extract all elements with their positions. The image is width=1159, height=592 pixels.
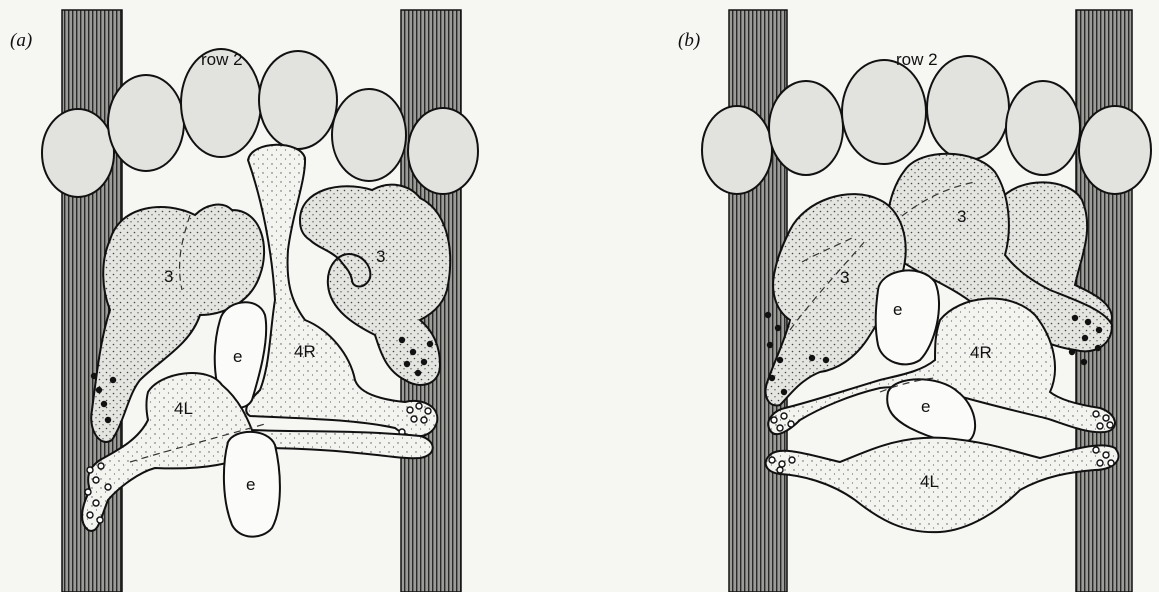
cell-e-lower-label-a: e	[246, 475, 255, 494]
cell-4L-b	[766, 438, 1119, 533]
cell-e-lower-label-b: e	[921, 397, 930, 416]
cell-4R-label-b: 4R	[970, 343, 992, 362]
cell-e-upper-b	[876, 270, 939, 364]
cell-3-upper-label-b: 3	[957, 207, 966, 226]
panel-a: (a) row 2 3 4R	[10, 10, 478, 592]
cell-3-left-label-a: 3	[164, 267, 173, 286]
cell-3-right-label-a: 3	[376, 247, 385, 266]
cell-4L-label-a: 4L	[174, 399, 193, 418]
cell-4R-label-a: 4R	[294, 342, 316, 361]
panel-label-a: (a)	[10, 30, 32, 51]
panel-label-b: (b)	[678, 30, 700, 51]
row2-label-a: row 2	[201, 50, 243, 69]
cell-e-upper-label-b: e	[893, 300, 902, 319]
panel-b: (b) row 2 3 3	[678, 10, 1151, 592]
cell-e-upper-label-a: e	[233, 347, 242, 366]
cell-3-lower-label-b: 3	[840, 268, 849, 287]
cell-4L-label-b: 4L	[920, 472, 939, 491]
row2-label-b: row 2	[896, 50, 938, 69]
